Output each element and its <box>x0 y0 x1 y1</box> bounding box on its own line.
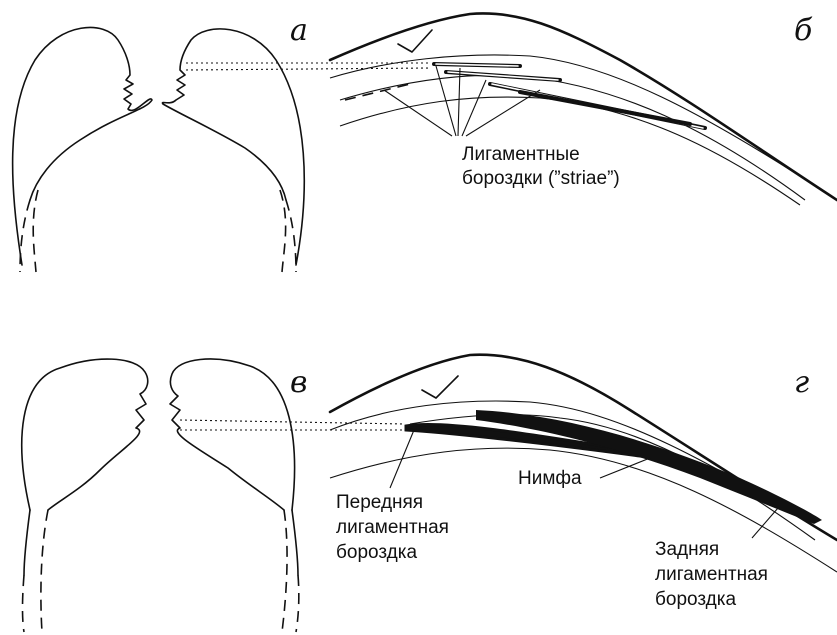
posterior-label-2: лигаментная <box>655 564 768 585</box>
panel-g-drawing <box>330 355 837 572</box>
striae-label-line2: бороздки (”striae”) <box>462 168 620 189</box>
panel-b-tooth-mark <box>398 30 432 52</box>
panel-v-right-valve <box>170 359 295 510</box>
panel-b-stria-dashed <box>345 84 410 100</box>
panel-v-right-dash <box>296 575 299 632</box>
panel-a-right-lower-dash <box>286 200 296 272</box>
panel-a-right-valve <box>162 29 304 265</box>
panel-b-stria-4 <box>520 92 690 124</box>
panel-label-g: г <box>794 365 809 400</box>
nymph-leader <box>600 458 650 478</box>
posterior-label-1: Задняя <box>655 539 719 560</box>
panel-v-right-inner-dash <box>282 510 287 632</box>
panel-a-alignment-line-2 <box>186 68 430 70</box>
panel-v-right-lower <box>292 510 298 575</box>
panel-v-left-lower <box>24 510 30 575</box>
panel-label-b: б <box>794 13 813 48</box>
panel-g-tooth-mark <box>422 376 458 398</box>
anterior-label-1: Передняя <box>336 492 423 513</box>
panel-a-right-outer-dash <box>280 190 286 272</box>
panel-v-left-inner-dash <box>41 510 48 632</box>
panel-label-v: в <box>290 365 307 400</box>
panel-v-left-dash <box>23 575 25 632</box>
panel-b-leader-1 <box>384 90 452 136</box>
panel-v-left-valve <box>22 359 148 510</box>
panel-v-alignment-line <box>180 420 405 424</box>
posterior-label-3: бороздка <box>655 589 736 610</box>
panel-label-a: а <box>290 13 308 48</box>
anterior-label-3: бороздка <box>336 542 417 563</box>
panel-b-leader-2 <box>436 66 456 136</box>
panel-b-leader-4 <box>462 80 486 136</box>
striae-label-line1: Лигаментные <box>462 144 580 165</box>
anterior-leader <box>390 430 414 488</box>
panel-a-drawing <box>13 27 430 272</box>
nymph-label: Нимфа <box>518 468 582 489</box>
panel-a-left-outer-dash <box>33 190 38 272</box>
posterior-ligament-groove <box>476 410 822 524</box>
anterior-label-2: лигаментная <box>336 517 449 538</box>
panel-b-leader-3 <box>458 68 460 136</box>
